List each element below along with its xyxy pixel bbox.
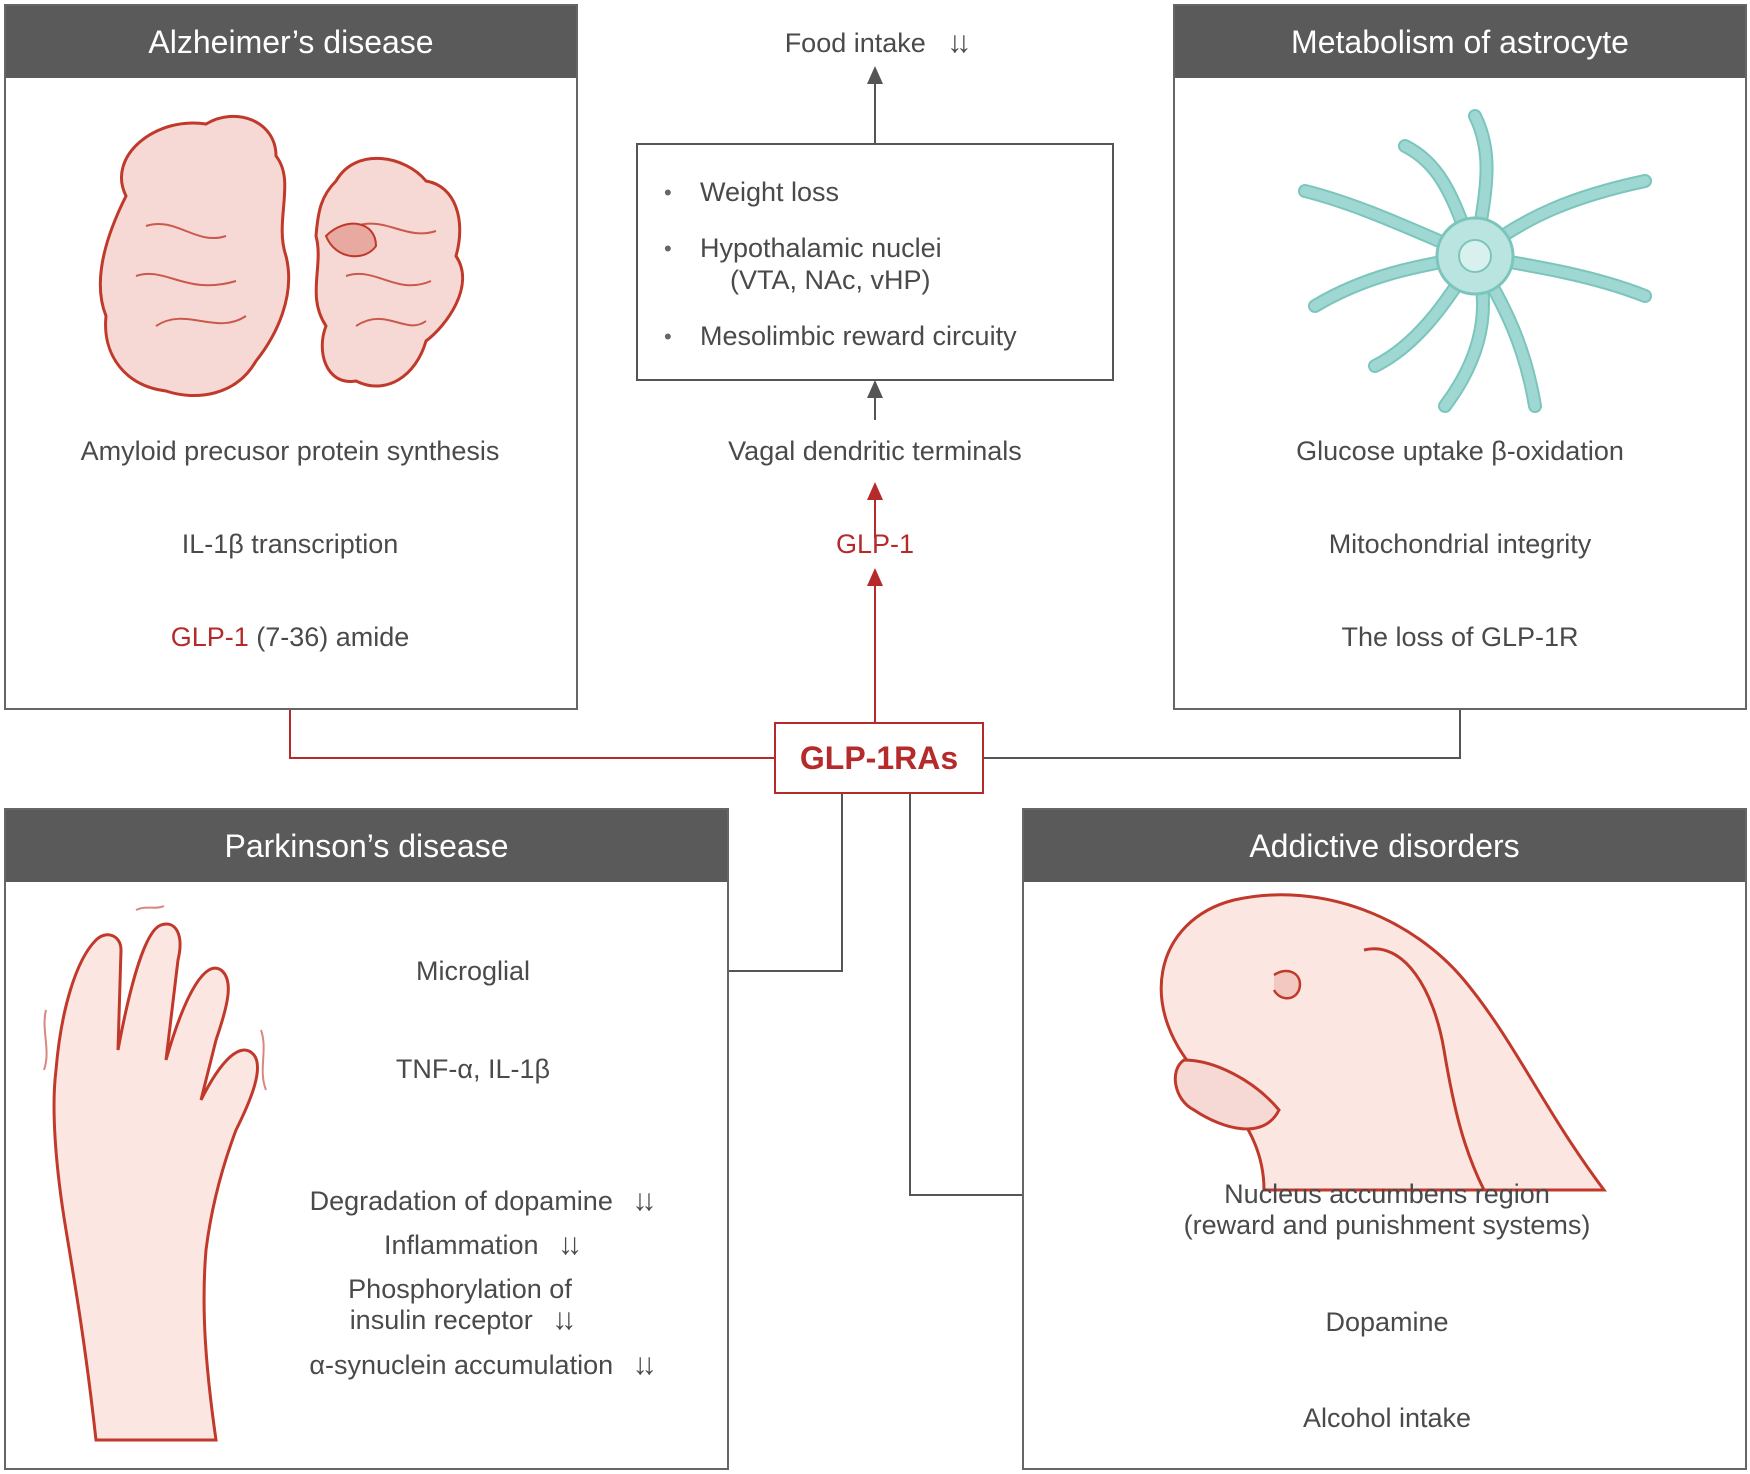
- pd-effect-dopamine: Degradation of dopamine ↓↓: [240, 1185, 720, 1217]
- food-intake-text: Food intake: [784, 28, 926, 58]
- astro-step-mito: Mitochondrial integrity: [1328, 529, 1592, 559]
- astrocyte-panel: Metabolism of astrocyte: [1173, 4, 1747, 710]
- distressed-person-illustration: [1159, 893, 1607, 1192]
- astrocyte-title: Metabolism of astrocyte: [1175, 6, 1745, 78]
- addict-alcohol: Alcohol intake: [1302, 1403, 1472, 1433]
- alz-amide-text: (7-36) amide: [248, 622, 410, 652]
- alzheimers-title: Alzheimer’s disease: [6, 6, 576, 78]
- addictive-title: Addictive disorders: [1024, 810, 1745, 882]
- alz-step-amyloid: Amyloid precusor protein synthesis: [80, 436, 500, 466]
- bullet-hypothalamic-sub: (VTA, NAc, vHP): [730, 265, 931, 295]
- pd-effect-dopamine-text: Degradation of dopamine: [309, 1186, 613, 1216]
- parkinsons-panel: Parkinson’s disease: [4, 808, 729, 1470]
- pd-cytokines: TNF-α, IL-1β: [395, 1054, 551, 1084]
- down-arrows-icon: ↓↓: [632, 1348, 657, 1381]
- brain-illustration: [98, 114, 464, 398]
- trembling-hand-illustration: [43, 905, 267, 1442]
- bullet-weight-loss: Weight loss: [664, 177, 839, 208]
- addict-dopamine: Dopamine: [1325, 1307, 1449, 1337]
- pd-microglial: Microglial: [415, 956, 531, 986]
- pd-effect-phospho-line1: Phosphorylation of: [348, 1274, 572, 1304]
- pd-effect-insulin-text: insulin receptor: [349, 1305, 533, 1335]
- astro-step-loss-glp1r: The loss of GLP-1R: [1341, 622, 1579, 652]
- vagal-terminals-label: Vagal dendritic terminals: [728, 436, 1022, 466]
- bullet-hypothalamic: Hypothalamic nuclei: [664, 233, 942, 264]
- alzheimers-panel: Alzheimer’s disease: [4, 4, 578, 710]
- down-arrows-icon: ↓↓: [947, 26, 971, 59]
- pd-effect-inflammation-text: Inflammation: [383, 1230, 539, 1260]
- bullet-mesolimbic: Mesolimbic reward circuity: [664, 321, 1017, 352]
- addict-nucleus-line1: Nucleus accumbens region: [1224, 1179, 1550, 1209]
- glp1ras-box: GLP-1RAs: [774, 722, 984, 794]
- central-effects-box: Weight loss Hypothalamic nuclei (VTA, NA…: [636, 143, 1114, 381]
- pd-effect-inflammation: Inflammation ↓↓: [240, 1229, 720, 1261]
- alz-glp1-red: GLP-1: [170, 622, 249, 652]
- glp1-label: GLP-1: [835, 529, 915, 559]
- parkinsons-title: Parkinson’s disease: [6, 810, 727, 882]
- addictive-panel: Addictive disorders: [1022, 808, 1747, 1470]
- down-arrows-icon: ↓↓: [552, 1303, 576, 1336]
- food-intake-label: Food intake ↓↓: [700, 27, 1050, 59]
- alz-step-il1b: IL-1β transcription: [181, 529, 399, 559]
- pd-effect-phospho-line2: insulin receptor ↓↓: [220, 1304, 700, 1336]
- pd-effect-synuclein-text: α-synuclein accumulation: [309, 1350, 614, 1380]
- down-arrows-icon: ↓↓: [632, 1184, 656, 1217]
- alz-step-glp1-amide: GLP-1 (7-36) amide: [40, 622, 540, 653]
- down-arrows-icon: ↓↓: [558, 1228, 582, 1261]
- addict-nucleus-line2: (reward and punishment systems): [1183, 1210, 1591, 1240]
- astro-step-glucose: Glucose uptake β-oxidation: [1296, 436, 1624, 466]
- astrocyte-illustration: [1298, 109, 1652, 413]
- pd-effect-synuclein: α-synuclein accumulation ↓↓: [240, 1349, 720, 1381]
